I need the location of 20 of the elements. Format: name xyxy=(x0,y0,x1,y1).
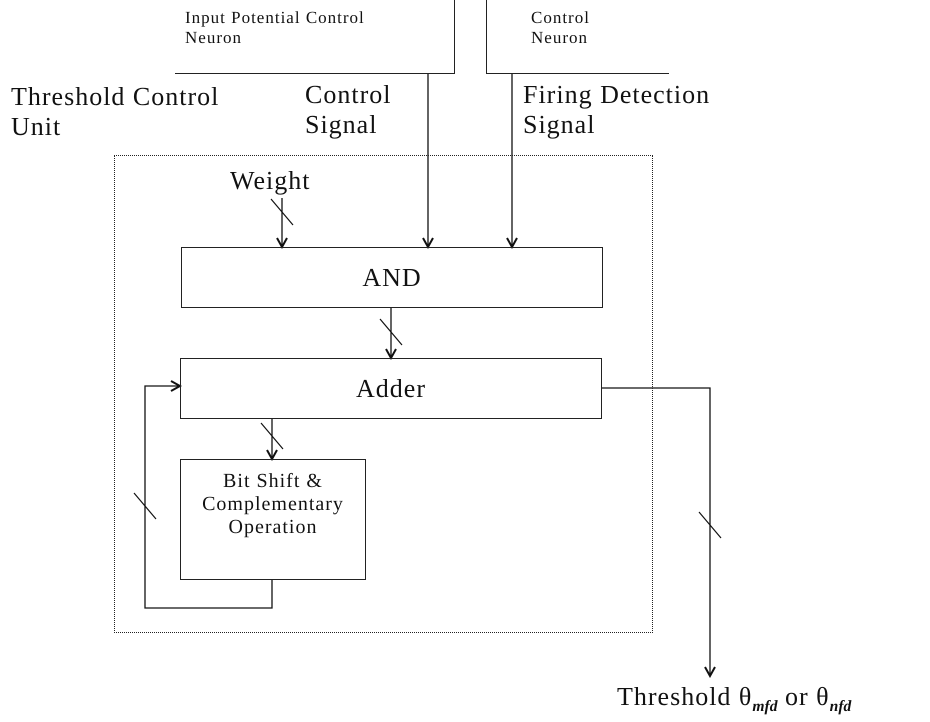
neuron-label: Control Neuron xyxy=(531,8,591,48)
unit-title: Threshold Control Unit xyxy=(11,82,220,142)
arrow xyxy=(276,198,288,248)
block-label: Bit Shift & Complementary Operation xyxy=(201,470,345,539)
block-label: Adder xyxy=(356,374,426,404)
neuron-bracket xyxy=(486,0,669,74)
neuron-label: Input Potential Control Neuron xyxy=(185,8,366,48)
arrow xyxy=(385,308,397,359)
arrow xyxy=(144,380,273,609)
shift-block xyxy=(180,459,366,580)
arrow xyxy=(266,419,278,460)
adder-block xyxy=(180,358,602,419)
and-block xyxy=(181,247,603,308)
input-label: Weight xyxy=(230,166,310,196)
block-label: AND xyxy=(362,262,422,292)
neuron-bracket xyxy=(175,0,455,74)
arrow xyxy=(506,74,518,248)
output-label: Threshold θ$_{mfd}$ or θ$_{nfd}$ xyxy=(617,682,852,716)
arrow xyxy=(422,74,434,248)
arrow xyxy=(602,387,716,677)
